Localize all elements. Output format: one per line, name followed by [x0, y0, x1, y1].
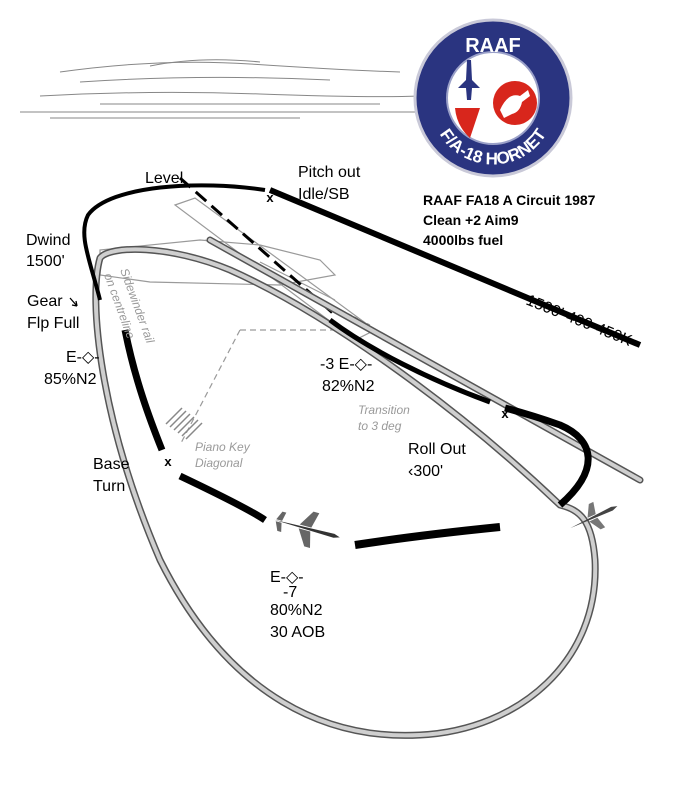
- label-base-bank: 30 AOB: [270, 624, 325, 641]
- label-dwind-alt: 1500': [26, 253, 65, 270]
- piano-key-marks: [165, 407, 203, 440]
- title-block: RAAF FA18 A Circuit 1987 Clean +2 Aim9 4…: [423, 192, 596, 248]
- raaf-hornet-badge: RAAF F/A-18 HORNET: [413, 18, 573, 178]
- label-roll-out-alt: ‹300': [408, 463, 443, 480]
- base-power-symbol: E-◇-: [270, 569, 304, 586]
- label-pitch-out: Pitch out: [298, 164, 361, 181]
- marker-roll-out: x: [501, 406, 509, 421]
- label-transition-deg: to 3 deg: [358, 419, 402, 433]
- badge-jet-icon: [458, 60, 480, 100]
- circuit-markers: x x x: [164, 190, 509, 469]
- label-base-power: 80%N2: [270, 602, 323, 619]
- downwind-power-symbol: E-◇-: [66, 349, 100, 366]
- title-line-3: 4000lbs fuel: [423, 232, 503, 248]
- gear-arrow-icon: [69, 297, 78, 307]
- title-line-1: RAAF FA18 A Circuit 1987: [423, 192, 596, 208]
- label-flap-full: Flp Full: [27, 315, 79, 332]
- aircraft-base-icon: [274, 511, 340, 548]
- label-diagonal: Diagonal: [195, 456, 243, 470]
- label-base-turn: Turn: [93, 478, 125, 495]
- label-idle-sb: Idle/SB: [298, 186, 350, 203]
- label-gear: Gear: [27, 293, 63, 310]
- horizon-sketch: [20, 59, 421, 119]
- label-base-aoa: -7: [283, 584, 297, 601]
- label-transition: Transition: [358, 403, 410, 417]
- title-line-2: Clean +2 Aim9: [423, 212, 519, 228]
- marker-base: x: [164, 454, 172, 469]
- label-level: Level: [145, 170, 183, 187]
- marker-pitch-out: x: [266, 190, 274, 205]
- aircraft-final-icon: [570, 501, 618, 530]
- label-base: Base: [93, 456, 130, 473]
- label-dwind: Dwind: [26, 232, 70, 249]
- label-initial: 1500' 400-450K: [524, 292, 635, 350]
- transition-power-symbol: -3 E-◇-: [320, 356, 372, 373]
- label-transition-power: 82%N2: [322, 378, 375, 395]
- black-circuit-track: [82, 183, 642, 549]
- label-piano-key: Piano Key: [195, 440, 251, 454]
- kangaroo-icon: [500, 90, 530, 118]
- label-downwind-power: 85%N2: [44, 371, 97, 388]
- label-roll-out: Roll Out: [408, 441, 466, 458]
- badge-top-text: RAAF: [465, 35, 521, 57]
- grey-circuit-track: [92, 236, 644, 739]
